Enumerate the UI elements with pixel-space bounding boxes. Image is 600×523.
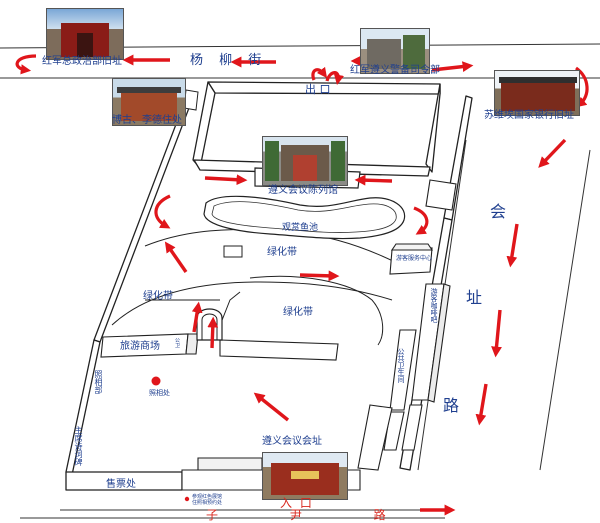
label-green-belt-center: 绿化带 (283, 307, 313, 318)
top-left-buildings (183, 89, 199, 111)
courtyard-paths (111, 229, 396, 346)
label-ticket-office: 售票处 (106, 479, 136, 490)
label-tourist-shops: 旅游商场 (120, 341, 160, 352)
red-arrow-icon (253, 392, 290, 422)
label-public-washroom: 公共卫生间 (397, 348, 405, 383)
label-bogu-lide-residence: 博古、李德住处 (112, 115, 182, 126)
label-meeting-site: 遵义会议会址 (262, 436, 322, 447)
red-dot-icon (151, 376, 161, 386)
right-side-buildings (357, 179, 457, 471)
label-yangliu-street: 杨 柳 街 (190, 53, 268, 68)
red-arrow-icon (506, 223, 519, 268)
visitor-center-building (389, 243, 434, 275)
red-arrow-icon (354, 174, 393, 186)
photo-red-army-garrison (360, 28, 430, 74)
label-entrance: 入 口 (280, 496, 314, 510)
red-curved-arrow-icon (311, 66, 328, 81)
red-curved-arrow-icon (325, 71, 345, 86)
label-zhi: 址 (466, 288, 483, 307)
label-red-army-garrison: 红军遵义警备司令部 (350, 65, 440, 76)
red-arrow-icon (299, 270, 340, 282)
fish-pond (203, 195, 406, 240)
red-curved-arrow-icon (15, 54, 37, 75)
red-arrow-icon (475, 383, 488, 426)
fish-pond-inner-edge (211, 201, 397, 233)
label-visitor-center: 游客服务中心 (396, 255, 433, 262)
route-arrows (122, 54, 567, 516)
label-lu: 路 (443, 396, 460, 415)
label-zi-yin-road: 子 尹 路 (206, 508, 420, 522)
photo-exhibition-hall (262, 136, 348, 186)
label-general-political-dept: 红军总政治部旧址 (42, 56, 122, 67)
photo-soviet-national-bank (494, 70, 580, 116)
label-small-sign: 公卫 (175, 338, 181, 349)
photo-general-political-dept (46, 8, 124, 60)
red-arrow-icon (191, 301, 203, 333)
label-green-belt-left: 绿化带 (143, 291, 173, 302)
label-photo-gallery: 照相部 (94, 370, 103, 394)
tourist-shops-building (100, 333, 339, 361)
red-curved-arrow-icon (413, 206, 429, 235)
label-small-note: 参观红色展馆 住照相预约处 (192, 494, 223, 506)
red-arrow-icon (491, 309, 502, 358)
label-exit: 出 口 (305, 83, 331, 96)
red-arrow-icon (431, 61, 474, 73)
label-hui: 会 (490, 202, 507, 221)
label-photo-spot: 照相处 (149, 389, 170, 397)
label-visitor-cafe: 游客咖啡吧 (430, 288, 438, 323)
red-curved-arrow-icon (154, 194, 171, 229)
label-fish-pond: 观赏鱼池 (282, 223, 319, 233)
red-arrow-icon (204, 174, 248, 186)
red-arrow-icon (207, 316, 219, 349)
photo-meeting-site (262, 452, 348, 500)
photo-bogu-lide-residence (112, 78, 186, 126)
label-exhibition-hall: 遵义会议陈列馆 (268, 185, 338, 196)
red-dot-icon (184, 496, 190, 502)
small-pavilion (223, 245, 243, 258)
red-arrow-icon (538, 138, 567, 168)
label-green-belt-upper: 绿化带 (267, 247, 297, 258)
red-arrow-icon (164, 241, 188, 273)
label-soviet-national-bank: 苏维埃国家银行旧址 (484, 110, 574, 121)
label-chairman-poem-wall: 主席诗词碑 (74, 426, 83, 466)
